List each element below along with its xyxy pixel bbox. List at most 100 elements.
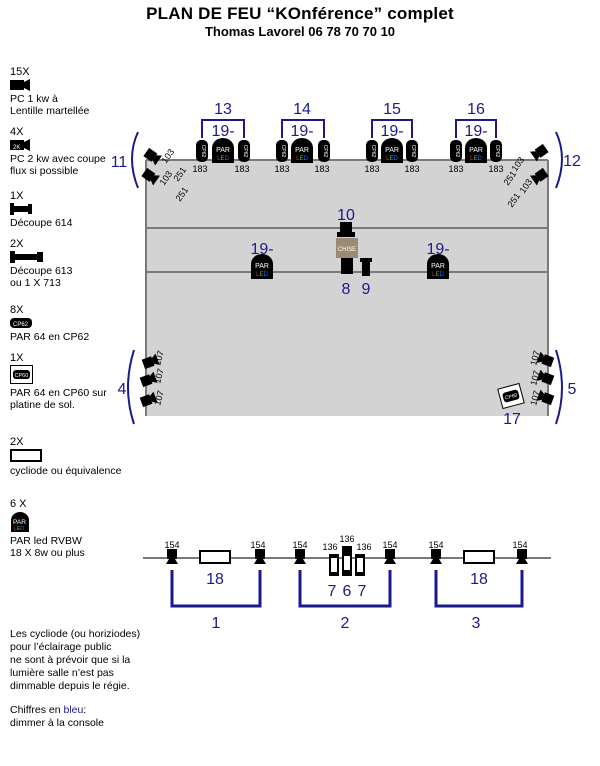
circuit-9: 9 bbox=[362, 281, 371, 298]
notes-color-legend: Chiffres en bleu: dimmer à la console bbox=[10, 704, 104, 730]
legend-desc: PC 1 kw à bbox=[10, 93, 58, 105]
par-led-fixture bbox=[381, 138, 403, 163]
legend-desc: 18 X 8w ou plus bbox=[10, 547, 85, 559]
par-led-fixture bbox=[212, 138, 234, 163]
circuit-7: 7 bbox=[328, 583, 337, 600]
pc1kw-fixture bbox=[384, 549, 396, 564]
pc2kw-icon: 2K bbox=[10, 139, 30, 151]
circuit-16: 16 bbox=[467, 101, 485, 118]
circuit-19-top-14: 19- bbox=[290, 123, 313, 140]
par-led-fixture bbox=[291, 138, 313, 163]
legend-count: 6 X bbox=[10, 498, 27, 510]
gel-label: 183 bbox=[404, 164, 419, 174]
gel-label: 136 bbox=[356, 542, 371, 552]
par64-cp62-fixture bbox=[450, 140, 462, 162]
gel-label: 107 bbox=[528, 389, 542, 406]
bracket-4 bbox=[127, 349, 135, 425]
page-title: PLAN DE FEU “KOnférence” complet bbox=[146, 4, 454, 23]
circuit-19-stage-right: 19- bbox=[426, 241, 449, 258]
bracket-14 bbox=[281, 119, 325, 138]
note-blue-word: bleu bbox=[63, 704, 84, 716]
par64-cp60-icon: CP60 bbox=[10, 365, 33, 384]
bracket-5 bbox=[555, 349, 563, 425]
circuit-15: 15 bbox=[383, 101, 401, 118]
gel-label: 183 bbox=[448, 164, 463, 174]
gel-label: 183 bbox=[364, 164, 379, 174]
circuit-19-stage-left: 19- bbox=[250, 241, 273, 258]
cycliode-icon bbox=[10, 449, 42, 462]
par-led-fixture bbox=[465, 138, 487, 163]
circuit-12: 12 bbox=[563, 153, 581, 170]
circuit-18: 18 bbox=[206, 571, 224, 588]
gel-label: 183 bbox=[234, 164, 249, 174]
gel-label: 136 bbox=[339, 534, 354, 544]
notes-block: Les cycliode (ou horiziodes) pour l’écla… bbox=[10, 628, 140, 693]
note-line: lumière salle n’est pas bbox=[10, 667, 114, 679]
legend-desc: cycliode ou équivalence bbox=[10, 465, 122, 477]
circuit-19-top-13: 19- bbox=[211, 123, 234, 140]
cp60-label: CP60 bbox=[504, 392, 518, 401]
legend-count: 2X bbox=[10, 436, 24, 448]
legend-desc: flux si possible bbox=[10, 165, 79, 177]
gel-label: 183 bbox=[314, 164, 329, 174]
circuit-4: 4 bbox=[118, 381, 127, 398]
svg-text:PAR: PAR bbox=[13, 519, 26, 526]
legend-par64-cp60: 1X CP60 PAR 64 en CP60 sur platine de so… bbox=[10, 352, 107, 411]
icon-label: CP60 bbox=[15, 373, 29, 379]
cycliode-fixture bbox=[199, 550, 231, 564]
note-line: dimmer à la console bbox=[10, 717, 104, 729]
circuit-11: 11 bbox=[111, 154, 128, 171]
legend-count: 15X bbox=[10, 66, 30, 78]
gel-label: 183 bbox=[488, 164, 503, 174]
legend-count: 1X bbox=[10, 190, 24, 202]
circuit-7: 7 bbox=[358, 583, 367, 600]
decoupe-613-fixture-9 bbox=[360, 258, 372, 276]
svg-text:2K: 2K bbox=[13, 145, 20, 151]
bracket-16 bbox=[455, 119, 497, 138]
par64-cp62-fixture bbox=[318, 140, 330, 162]
icon-label: CP62 bbox=[13, 322, 29, 328]
gel-label: 154 bbox=[382, 540, 397, 550]
par64-cp62-fixture bbox=[366, 140, 378, 162]
stage-area bbox=[146, 160, 548, 416]
legend-decoupe614: 1X Découpe 614 bbox=[10, 190, 72, 229]
cycliode-fixture bbox=[463, 550, 495, 564]
gel-label: 154 bbox=[250, 540, 265, 550]
circuit-19-top-16: 19- bbox=[464, 123, 487, 140]
gel-label: 154 bbox=[428, 540, 443, 550]
gel-label: 107 bbox=[152, 349, 166, 366]
legend-desc: Lentille martellée bbox=[10, 105, 90, 117]
pc1kw-fixture bbox=[516, 549, 528, 564]
legend-desc: platine de sol. bbox=[10, 399, 75, 411]
gel-label: 136 bbox=[322, 542, 337, 552]
chise-label: CHISE bbox=[338, 247, 356, 253]
circuit-19-top-15: 19- bbox=[380, 123, 403, 140]
par64-cp62-fixture bbox=[406, 140, 418, 162]
par64-cp60-fixture: CP60 bbox=[497, 382, 525, 410]
decoupe614-icon bbox=[10, 203, 32, 215]
note-line: dimmable depuis le régie. bbox=[10, 680, 130, 692]
par-led-fixture bbox=[251, 254, 273, 279]
gel-label: 107 bbox=[152, 367, 166, 384]
gel-label: 107 bbox=[528, 349, 542, 366]
bracket-15 bbox=[371, 119, 413, 138]
gel-label: 154 bbox=[164, 540, 179, 550]
gel-label: 183 bbox=[192, 164, 207, 174]
decoupe-fixture-lens bbox=[357, 558, 363, 572]
pc1kw-fixture bbox=[430, 549, 442, 564]
legend-desc: Découpe 614 bbox=[10, 217, 73, 229]
pc1kw-fixture bbox=[254, 549, 266, 564]
par64-cp62-fixture bbox=[196, 140, 208, 162]
legend-desc: PC 2 kw avec coupe bbox=[10, 153, 106, 165]
pc2kw-fixture bbox=[530, 143, 550, 162]
par64-cp62-fixture bbox=[238, 140, 250, 162]
legend-desc: PAR 64 en CP62 bbox=[10, 331, 90, 343]
legend-desc: Découpe 613 bbox=[10, 265, 73, 277]
decoupe-fixture-lens bbox=[344, 556, 350, 570]
pc1kw-fixture bbox=[166, 549, 178, 564]
legend-pc1kw: 15X PC 1 kw à Lentille martellée bbox=[10, 66, 89, 117]
legend-par64-cp62: 8X CP62 PAR 64 en CP62 bbox=[10, 304, 89, 343]
decoupe-fixture-lens bbox=[331, 558, 337, 572]
legend-desc: ou 1 X 713 bbox=[10, 277, 61, 289]
